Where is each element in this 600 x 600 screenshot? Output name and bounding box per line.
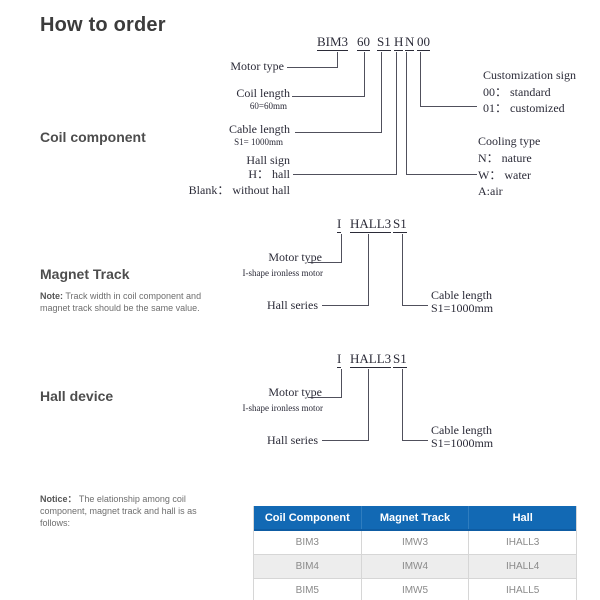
connector-line [381,52,382,133]
code-segment-cable-length: S1 [393,216,407,233]
label-cable-length: Cable length [431,288,492,302]
label-cooling-type: Cooling type [478,134,541,148]
label-customization-01: 01： customized [483,101,565,115]
label-customization-00: 00： standard [483,85,551,99]
connector-line [322,440,368,441]
code-segment-cooling: N [405,34,415,51]
label-motor-type: Motor type [230,59,284,73]
table-cell: IMW5 [360,579,469,600]
table-header-magnet-track: Magnet Track [360,506,469,529]
section-heading-coil-component: Coil component [40,129,146,145]
code-segment-hall-series: HALL3 [350,351,392,368]
code-segment-coil-length: 60 [357,34,370,51]
connector-line [287,67,338,68]
label-cable-length: Cable length [229,122,290,136]
label-cooling-a: A:air [478,184,503,198]
table-cell: IHALL4 [468,555,576,578]
label-motor-type: Motor type [268,385,322,399]
table-cell: IHALL3 [468,531,576,554]
page-title: How to order [40,14,166,36]
table-cell: IMW4 [360,555,469,578]
connector-line [293,174,397,175]
label-coil-length-sub: 60=60mm [249,101,287,111]
section-heading-hall-device: Hall device [40,388,114,404]
connector-line [295,132,382,133]
label-hall-blank: Blank： without hall [188,183,290,197]
connector-line [364,52,365,97]
connector-line [368,369,369,441]
table-cell: IMW3 [360,531,469,554]
connector-line [368,234,369,306]
connector-line [341,369,342,398]
note-label: Note: [40,291,63,301]
label-cable-length-sub: S1=1000mm [431,301,494,315]
connector-line [402,369,403,441]
label-motor-type-sub: I-shape ironless motor [242,403,323,413]
connector-line [420,52,421,107]
connector-line [341,234,342,263]
code-segment-customization: 00 [417,34,430,51]
code-segment-motor-type: BIM3 [317,34,349,51]
label-motor-type: Motor type [268,250,322,264]
connector-line [292,96,365,97]
table-header-hall: Hall [468,506,576,529]
connector-line [402,305,428,306]
code-segment-cable-length: S1 [377,34,391,51]
table-header-row: Coil Component Magnet Track Hall [254,506,576,531]
code-segment-hall-sign: H [394,34,404,51]
code-segment-hall-series: HALL3 [350,216,392,233]
table-header-coil-component: Coil Component [264,512,350,524]
connector-line [322,305,368,306]
label-hall-h: H： hall [248,167,290,181]
label-customization-sign: Customization sign [483,68,576,82]
section-heading-magnet-track: Magnet Track [40,266,130,282]
magnet-track-note: Note: Track width in coil component and … [40,290,212,314]
notice-block: Notice： The elationship among coil compo… [40,493,218,529]
label-motor-type-sub: I-shape ironless motor [242,268,323,278]
note-text: Track width in coil component and magnet… [40,291,202,313]
label-cable-length-sub: S1=1000mm [431,436,494,450]
connector-line [420,106,477,107]
connector-line [406,52,407,175]
label-cooling-n: N： nature [478,151,532,165]
label-coil-length: Coil length [236,86,290,100]
notice-text: The elationship among coil component, ma… [40,494,197,528]
label-cable-length: Cable length [431,423,492,437]
relation-table: Coil Component Magnet Track Hall BIM3 IM… [253,506,577,600]
label-cooling-w: W： water [478,168,531,182]
code-segment-cable-length: S1 [393,351,407,368]
table-row: BIM3 IMW3 IHALL3 [254,531,576,555]
connector-line [396,52,397,175]
label-hall-series: Hall series [267,433,318,447]
connector-line [406,174,477,175]
connector-line [308,397,342,398]
connector-line [337,52,338,68]
table-cell: IHALL5 [468,579,576,600]
label-cable-length-sub: S1= 1000mm [234,137,283,147]
label-hall-series: Hall series [267,298,318,312]
table-row: BIM5 IMW5 IHALL5 [254,579,576,600]
code-segment-motor-type: I [337,216,342,233]
notice-label: Notice： [40,494,77,504]
connector-line [402,440,428,441]
code-segment-motor-type: I [337,351,342,368]
table-row: BIM4 IMW4 IHALL4 [254,555,576,579]
label-hall-sign: Hall sign [246,153,290,167]
table-cell: BIM4 [295,561,319,572]
connector-line [308,262,342,263]
table-cell: BIM5 [295,585,319,596]
connector-line [402,234,403,306]
table-cell: BIM3 [295,537,319,548]
